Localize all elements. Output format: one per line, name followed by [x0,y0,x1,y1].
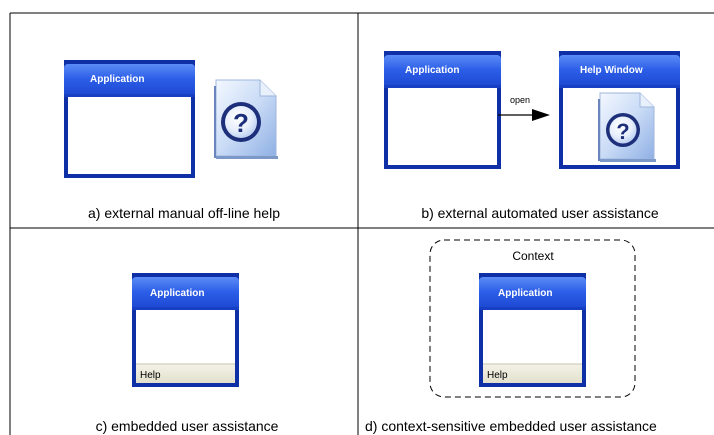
help-menu-label[interactable]: Help [140,370,161,381]
help-window-title: Help Window [580,65,643,76]
application-window: Application [384,51,501,169]
help-menu-label[interactable]: Help [487,370,508,381]
help-document-icon: ? [598,92,656,162]
panel-d: Context Application Help d) context-sens… [365,239,657,434]
svg-text:?: ? [233,108,249,138]
help-document-icon: ? [214,79,278,159]
svg-text:?: ? [616,119,629,144]
context-label: Context [512,249,554,263]
window-title: Application [405,65,459,76]
window-title: Application [90,74,144,85]
panel-b: Application open Help Window ? b) extern… [384,51,680,221]
grid-lines [9,12,714,435]
context-boundary [429,239,636,398]
caption-c: c) embedded user assistance [96,418,279,434]
window-title: Application [498,288,552,299]
application-window: Application Help [479,273,586,387]
help-window: Help Window ? [559,51,680,169]
application-window: Application [64,60,195,178]
caption-b: b) external automated user assistance [421,205,659,221]
open-arrow: open [498,95,550,121]
window-title: Application [150,288,204,299]
help-bar [136,364,235,383]
caption-d: d) context-sensitive embedded user assis… [365,418,657,434]
help-bar [483,364,582,383]
panel-c: Application Help c) embedded user assist… [96,273,279,434]
caption-a: a) external manual off-line help [88,205,280,221]
panel-a: Application ? a) external manual off-lin… [64,60,280,221]
open-label: open [510,95,530,105]
application-window: Application Help [132,273,239,387]
